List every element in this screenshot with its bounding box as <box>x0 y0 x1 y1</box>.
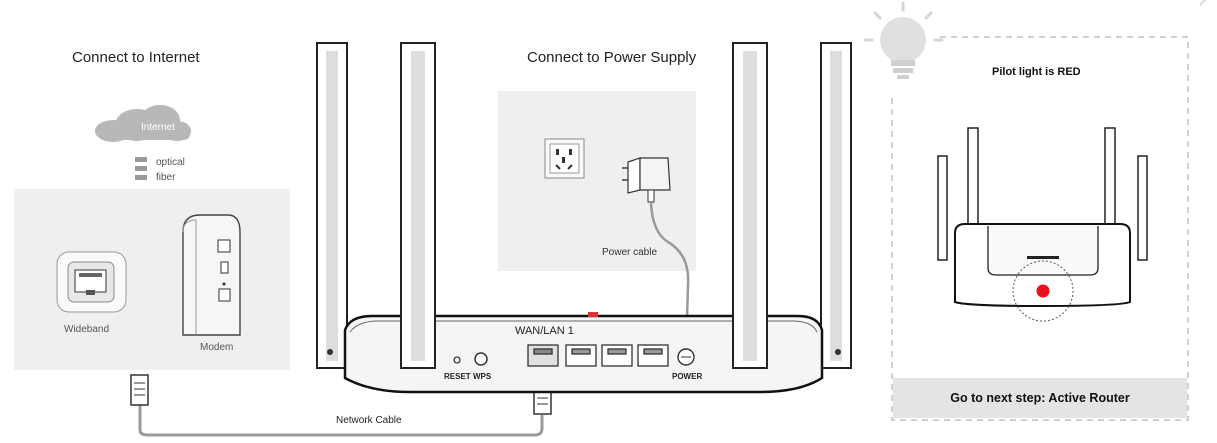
network-cable <box>138 400 544 437</box>
power-adapter-icon <box>622 157 671 203</box>
modem-device-icon <box>182 214 241 336</box>
optical-fiber-label-1: optical <box>156 157 185 168</box>
internet-cloud-icon <box>95 105 191 142</box>
wall-socket-icon <box>544 138 585 179</box>
pilot-light-indicator <box>1036 284 1050 298</box>
status-panel-border <box>891 36 1189 421</box>
network-cable-label: Network Cable <box>336 415 402 426</box>
next-step-panel <box>893 378 1187 418</box>
wps-label: WPS <box>473 372 492 381</box>
optical-fiber-label-2: fiber <box>156 172 176 183</box>
wideband-port-icon <box>56 251 127 313</box>
power-cable <box>649 201 690 319</box>
router-front-view <box>937 127 1148 322</box>
power-label: POWER <box>672 372 703 381</box>
modem-label: Modem <box>200 342 234 353</box>
wideband-label: Wideband <box>64 324 110 335</box>
rj45-plug-left-icon <box>130 374 149 406</box>
ethernet-ports <box>527 344 669 367</box>
power-cable-label: Power cable <box>602 247 658 258</box>
light-bulb-icon <box>863 1 944 79</box>
reset-label: RESET <box>444 372 471 381</box>
next-step-button[interactable]: Go to next step: Active Router <box>950 391 1130 405</box>
pilot-light-label: Pilot light is RED <box>992 66 1081 78</box>
connect-power-title: Connect to Power Supply <box>527 49 697 66</box>
wan-lan-label: WAN/LAN 1 <box>515 325 574 337</box>
internet-cloud-label: Internet <box>141 122 175 133</box>
connect-internet-title: Connect to Internet <box>72 49 200 66</box>
router-rear-view <box>316 42 852 394</box>
optical-fiber-icon <box>135 157 147 180</box>
